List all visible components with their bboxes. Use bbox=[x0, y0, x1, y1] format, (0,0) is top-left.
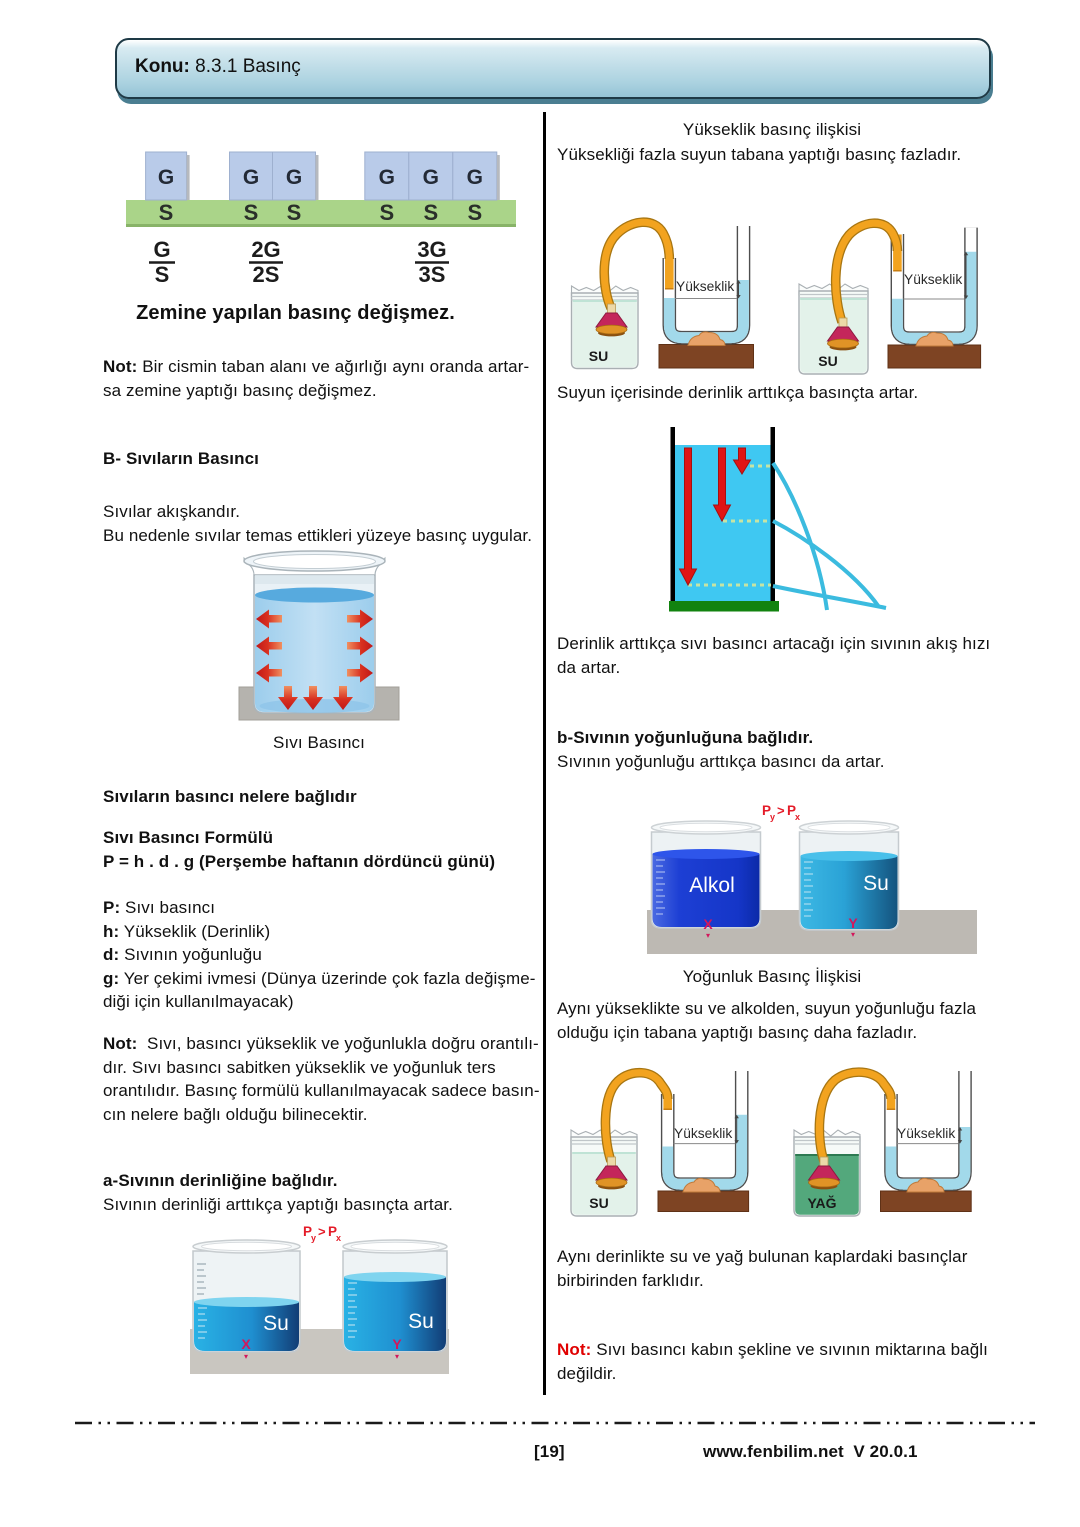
svg-text:G: G bbox=[286, 166, 302, 189]
svg-text:▾: ▾ bbox=[851, 930, 855, 939]
svg-text:S: S bbox=[155, 262, 170, 286]
svg-text:Yükseklik: Yükseklik bbox=[674, 1126, 732, 1141]
svg-text:▾: ▾ bbox=[244, 1352, 248, 1361]
svg-text:S: S bbox=[379, 200, 394, 225]
svg-text:Y: Y bbox=[848, 915, 858, 931]
svg-text:S: S bbox=[159, 200, 174, 225]
svg-text:S: S bbox=[287, 200, 302, 225]
svg-text:S: S bbox=[244, 200, 259, 225]
svg-text:Yükseklik: Yükseklik bbox=[904, 272, 962, 287]
svg-text:▾: ▾ bbox=[395, 1352, 399, 1361]
svg-text:P: P bbox=[303, 1224, 312, 1239]
svg-text:>: > bbox=[318, 1224, 326, 1239]
svg-text:Su: Su bbox=[263, 1312, 289, 1335]
svg-text:P: P bbox=[328, 1224, 337, 1239]
svg-text:3S: 3S bbox=[419, 262, 446, 286]
svg-text:G: G bbox=[423, 166, 439, 189]
svg-text:Yükseklik: Yükseklik bbox=[897, 1126, 955, 1141]
svg-text:S: S bbox=[467, 200, 482, 225]
svg-text:G: G bbox=[379, 166, 395, 189]
svg-text:2G: 2G bbox=[251, 237, 280, 262]
svg-text:y: y bbox=[311, 1233, 316, 1243]
svg-text:X: X bbox=[241, 1336, 251, 1352]
svg-text:Y: Y bbox=[392, 1336, 402, 1352]
svg-text:YAĞ: YAĞ bbox=[807, 1194, 836, 1211]
svg-text:S: S bbox=[423, 200, 438, 225]
svg-text:▾: ▾ bbox=[706, 931, 710, 940]
svg-text:G: G bbox=[153, 237, 170, 262]
svg-text:SU: SU bbox=[589, 1195, 608, 1211]
svg-text:Yükseklik: Yükseklik bbox=[676, 279, 734, 294]
svg-text:x: x bbox=[795, 812, 800, 822]
svg-text:G: G bbox=[158, 166, 174, 189]
svg-text:P: P bbox=[762, 803, 771, 818]
svg-text:G: G bbox=[243, 166, 259, 189]
svg-text:>: > bbox=[777, 803, 785, 818]
svg-text:X: X bbox=[703, 916, 713, 932]
svg-text:y: y bbox=[770, 812, 775, 822]
svg-text:Su: Su bbox=[408, 1310, 434, 1333]
svg-text:Su: Su bbox=[863, 872, 889, 895]
svg-text:G: G bbox=[467, 166, 483, 189]
svg-text:SU: SU bbox=[589, 348, 608, 364]
svg-text:3G: 3G bbox=[417, 237, 446, 262]
svg-text:x: x bbox=[336, 1233, 341, 1243]
svg-text:P: P bbox=[787, 803, 796, 818]
svg-text:SU: SU bbox=[818, 353, 837, 369]
svg-text:Alkol: Alkol bbox=[689, 874, 735, 897]
svg-text:2S: 2S bbox=[253, 262, 280, 286]
